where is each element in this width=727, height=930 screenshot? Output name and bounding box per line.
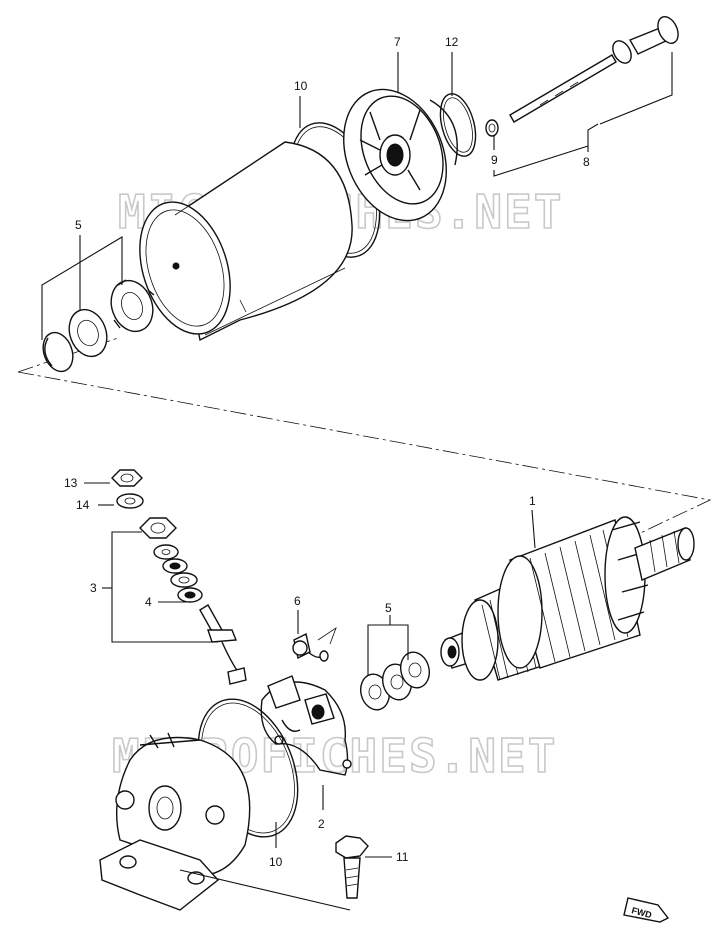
part-8-through-bolt <box>509 16 679 123</box>
label-part-7: 7 <box>394 35 401 49</box>
part-3-terminal-set <box>139 517 203 603</box>
label-part-13: 13 <box>64 476 78 490</box>
section-divider <box>17 337 712 546</box>
part-11-bolt <box>335 835 369 899</box>
label-part-5-top: 5 <box>75 218 82 232</box>
part-14-washer <box>116 493 144 509</box>
part-7-end-cover <box>343 88 458 222</box>
part-9-washer <box>485 119 499 137</box>
fwd-indicator-icon: FWD <box>623 897 670 923</box>
label-part-10-top: 10 <box>294 79 308 93</box>
yoke-housing <box>139 141 353 342</box>
part-12-o-ring <box>439 93 477 157</box>
label-part-2: 2 <box>318 817 325 831</box>
part-1-armature <box>440 516 695 681</box>
part-labels: 10 7 12 9 8 5 1 13 14 3 4 6 5 2 10 11 <box>64 35 590 869</box>
label-part-12: 12 <box>445 35 459 49</box>
label-part-8: 8 <box>583 155 590 169</box>
label-part-9: 9 <box>491 153 498 167</box>
part-6-brush-spring <box>292 626 337 662</box>
label-part-10-bottom: 10 <box>269 855 283 869</box>
label-part-14: 14 <box>76 498 90 512</box>
part-13-nut <box>111 469 143 487</box>
label-part-5-bottom: 5 <box>385 601 392 615</box>
part-4-terminal-bolt <box>199 604 247 685</box>
leaders-top <box>41 52 673 340</box>
label-part-1: 1 <box>529 494 536 508</box>
part-5-washers-bottom <box>359 651 431 711</box>
label-part-6: 6 <box>294 594 301 608</box>
rear-housing <box>99 732 251 911</box>
part-5-washers-top <box>42 279 155 373</box>
label-part-3: 3 <box>90 581 97 595</box>
label-part-4: 4 <box>145 595 152 609</box>
leaders-bottom <box>84 482 536 911</box>
label-part-11: 11 <box>396 850 409 864</box>
part-2-brush-holder <box>260 675 352 776</box>
